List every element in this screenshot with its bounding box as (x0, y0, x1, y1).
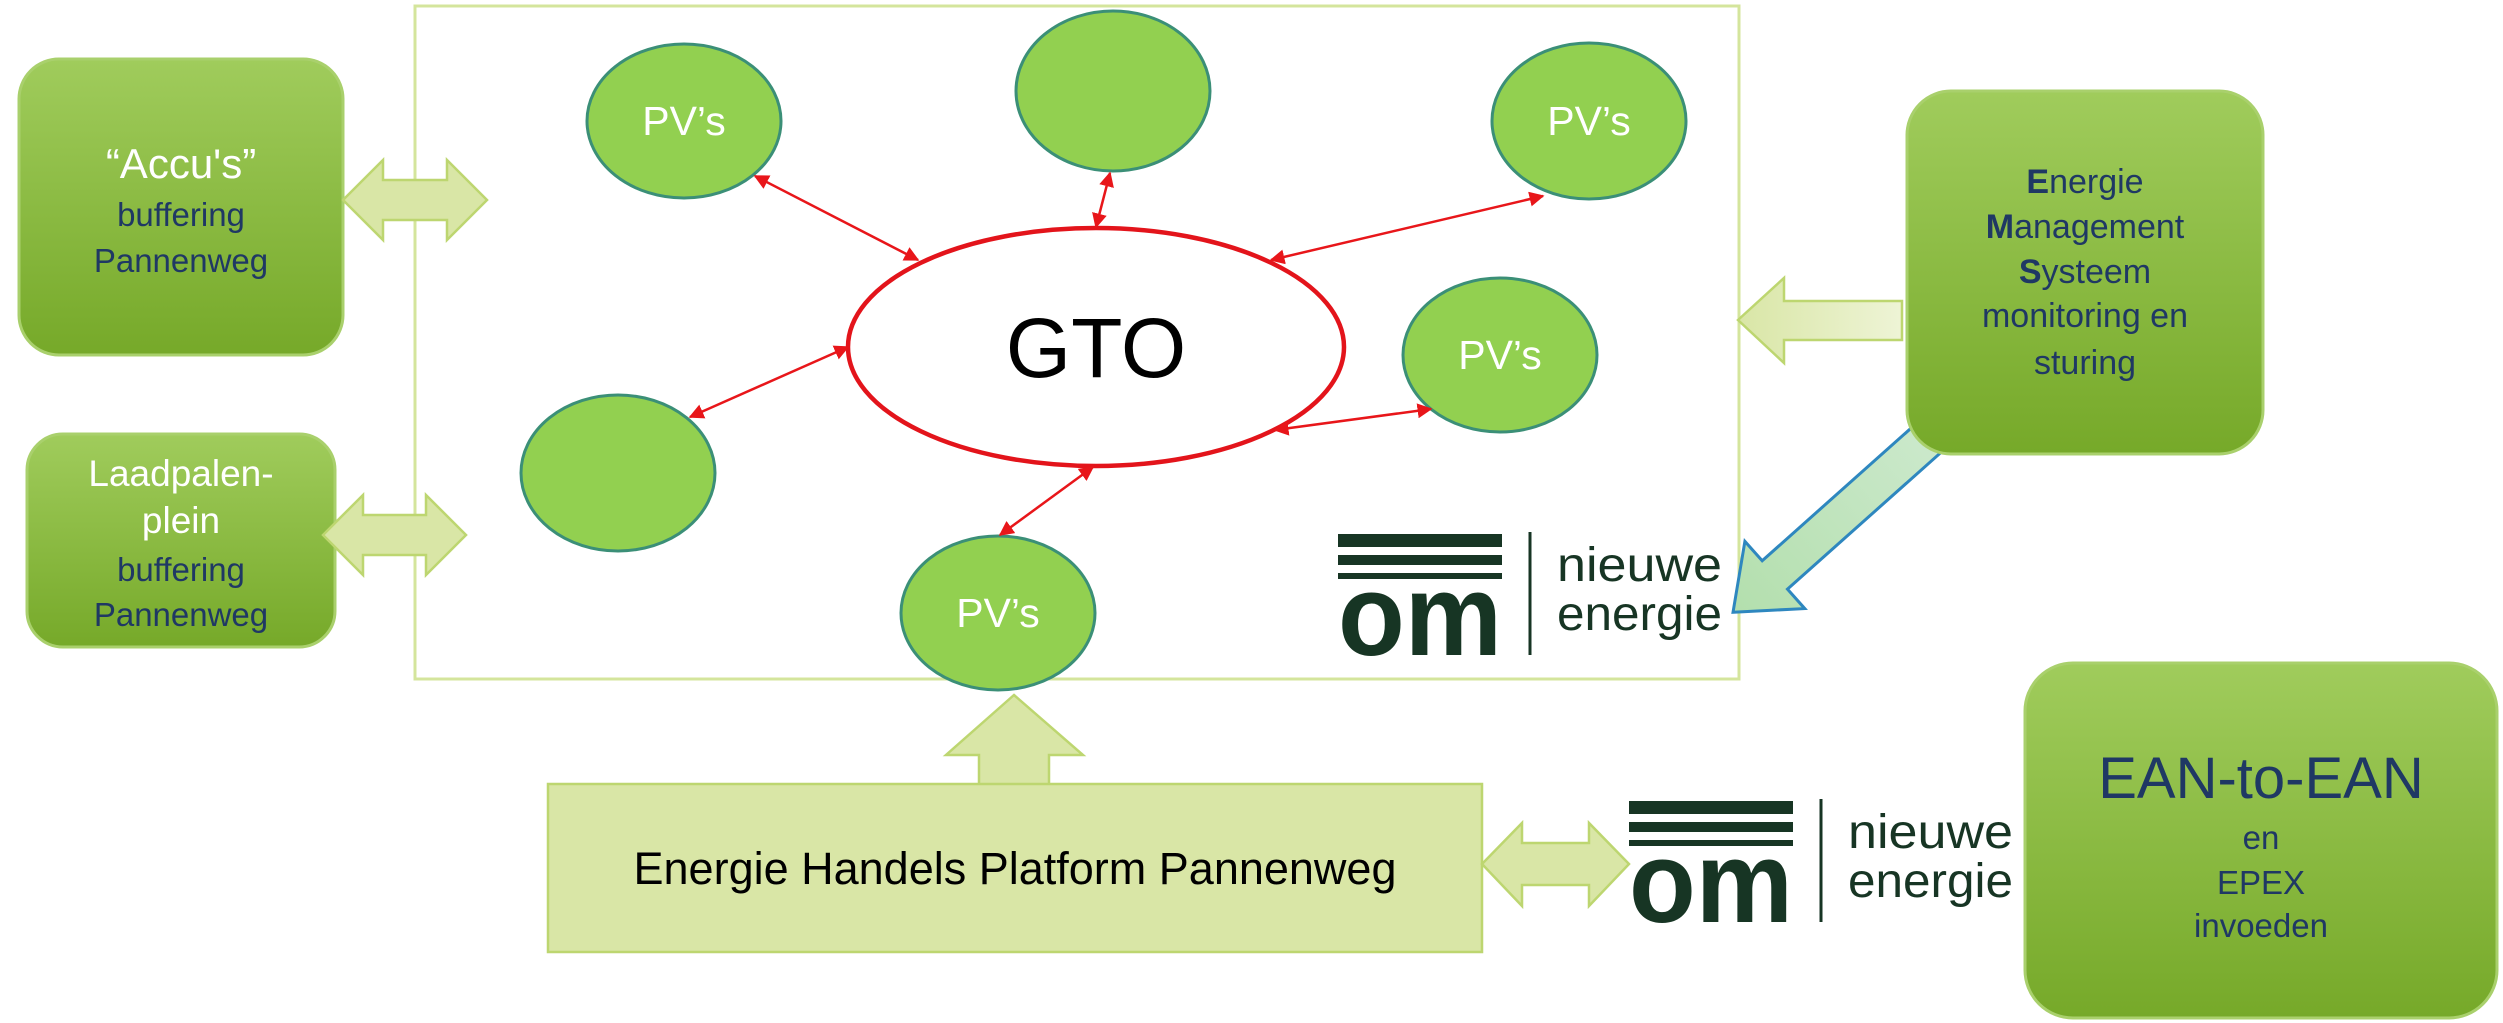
pv-label: PV’s (1458, 332, 1542, 378)
om-logo-frame: om nieuwe energie (1338, 532, 1722, 680)
pv-node-bottom: PV’s (899, 534, 1097, 692)
node-ellipse (585, 42, 783, 200)
node-top-center (1014, 9, 1212, 173)
accu-line-1: buffering (117, 196, 245, 233)
platform-double-arrow (1480, 819, 1631, 910)
ean-title: EAN-to-EAN (2098, 746, 2424, 811)
accu-box: “Accu's” buffering Pannenweg (17, 57, 345, 357)
logo-bar (1629, 822, 1793, 832)
pv-node-top-right: PV’s (1490, 41, 1688, 201)
ems-initial: M (1986, 208, 2014, 246)
platform-label: Energie Handels Platform Pannenweg (634, 843, 1397, 894)
logo-bar (1338, 555, 1502, 565)
ems-line-5: sturing (2034, 344, 2136, 382)
platform-box-shape (546, 782, 1484, 954)
link-gto-pv-bottom (998, 465, 1095, 537)
laadpalen-double-arrow (321, 491, 468, 579)
node-ellipse (1401, 276, 1599, 434)
logo-text-line2: energie (1557, 588, 1722, 641)
ems-rest: nergie (2049, 163, 2144, 201)
logo-text-line1: nieuwe (1848, 806, 2013, 859)
link-gto-node-top-center (1092, 171, 1114, 229)
accu-double-arrow (341, 156, 489, 244)
gto-links (688, 171, 1545, 537)
ems-line-3: Systeem (2019, 253, 2151, 291)
ems-line-4: monitoring en (1982, 297, 2188, 335)
pv-label: PV’s (1547, 98, 1631, 144)
accu-box-shape (17, 57, 345, 357)
laadpalen-line-2: Pannenweg (94, 596, 268, 633)
accu-title: “Accu's” (106, 140, 256, 187)
om-wordmark: om (1338, 550, 1502, 680)
logo-text-line2: energie (1848, 855, 2013, 908)
logo-bar (1629, 801, 1793, 814)
gto-hub: GTO (845, 225, 1347, 469)
platform-up-arrow (942, 693, 1087, 790)
link-gto-pv-mid-right (1273, 403, 1433, 436)
platform-box: Energie Handels Platform Pannenweg (546, 782, 1484, 954)
logo-bar (1338, 534, 1502, 547)
ems-rest: anagement (2014, 208, 2185, 246)
pv-label: PV’s (642, 98, 726, 144)
ean-line-2: EPEX (2217, 864, 2305, 901)
node-left (519, 393, 717, 553)
laadpalen-title-2: plein (142, 500, 220, 541)
pv-node-mid-right: PV’s (1401, 276, 1599, 434)
ems-box: Energie Management Systeem monitoring en… (1905, 89, 2265, 456)
laadpalen-title-1: Laadpalen- (88, 453, 273, 494)
ems-initial: E (2026, 163, 2049, 201)
ems-box-shape (1905, 89, 2265, 456)
link-gto-pv-top-right (1269, 191, 1545, 265)
laadpalen-box: Laadpalen- plein buffering Pannenweg (25, 432, 337, 649)
ean-box: EAN-to-EAN en EPEX invoeden (2023, 661, 2499, 1020)
hub-label: GTO (1006, 301, 1186, 395)
accu-line-2: Pannenweg (94, 242, 268, 279)
ems-line-1: Energie (2026, 163, 2143, 201)
ean-line-3: invoeden (2194, 907, 2328, 944)
om-logo-platform: om nieuwe energie (1629, 799, 2013, 947)
node-ellipse (899, 534, 1097, 692)
ems-line-2: Management (1986, 208, 2185, 246)
ems-initial: S (2019, 253, 2042, 291)
ean-line-1: en (2243, 819, 2280, 856)
ems-to-frame-arrow (1736, 275, 1904, 366)
logo-text-line1: nieuwe (1557, 539, 1722, 592)
logo-bar (1338, 573, 1502, 579)
node-ellipse (1490, 41, 1688, 201)
node-ellipse (519, 393, 717, 553)
ems-rest: ysteem (2042, 253, 2152, 291)
laadpalen-line-1: buffering (117, 551, 245, 588)
node-ellipse (1014, 9, 1212, 173)
link-gto-pv-top-left (753, 174, 920, 262)
pv-node-top-left: PV’s (585, 42, 783, 200)
link-gto-node-left (688, 345, 850, 419)
om-wordmark: om (1629, 817, 1793, 947)
pv-label: PV’s (956, 590, 1040, 636)
ean-box-shape (2023, 661, 2499, 1020)
logo-bar (1629, 840, 1793, 846)
